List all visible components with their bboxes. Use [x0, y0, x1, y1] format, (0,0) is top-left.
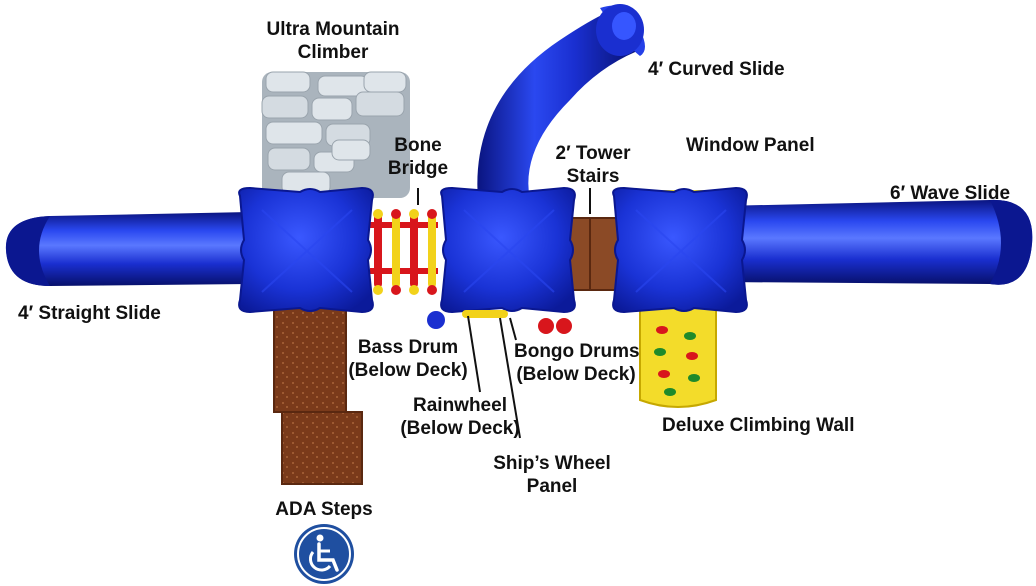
- wave-slide: [720, 199, 1033, 285]
- label-bass-drum: Bass Drum (Below Deck): [348, 337, 468, 381]
- ada-steps: [273, 299, 363, 485]
- label-straight-slide: 4′ Straight Slide: [18, 303, 161, 324]
- label-deluxe-climbing-wall: Deluxe Climbing Wall: [662, 415, 855, 436]
- label-tower-stairs: 2′ Tower Stairs: [555, 143, 631, 187]
- label-ultra-mountain-climber: Ultra Mountain Climber: [266, 19, 400, 63]
- straight-slide: [5, 212, 250, 286]
- label-bongo-drums: Bongo Drums (Below Deck): [514, 341, 640, 385]
- deluxe-climbing-wall: [639, 305, 717, 408]
- label-wave-slide: 6′ Wave Slide: [890, 183, 1011, 204]
- label-ada-steps: ADA Steps: [275, 499, 373, 520]
- rainwheel: [462, 310, 508, 318]
- label-curved-slide: 4′ Curved Slide: [648, 59, 785, 80]
- bongo-drums: [538, 318, 572, 334]
- ultra-mountain-climber: [261, 71, 410, 198]
- bone-bridge: [370, 209, 438, 295]
- label-ships-wheel-panel: Ship’s Wheel Panel: [493, 453, 611, 497]
- deck-middle: [440, 186, 576, 314]
- wheelchair-icon: [294, 524, 354, 584]
- deck-right: [612, 186, 748, 314]
- label-bone-bridge: Bone Bridge: [387, 135, 449, 179]
- bass-drum: [427, 311, 445, 329]
- label-rainwheel: Rainwheel (Below Deck): [400, 395, 520, 439]
- deck-left: [238, 186, 374, 314]
- curved-slide: [477, 4, 645, 200]
- label-window-panel: Window Panel: [686, 135, 815, 156]
- leader-lines: [417, 188, 591, 439]
